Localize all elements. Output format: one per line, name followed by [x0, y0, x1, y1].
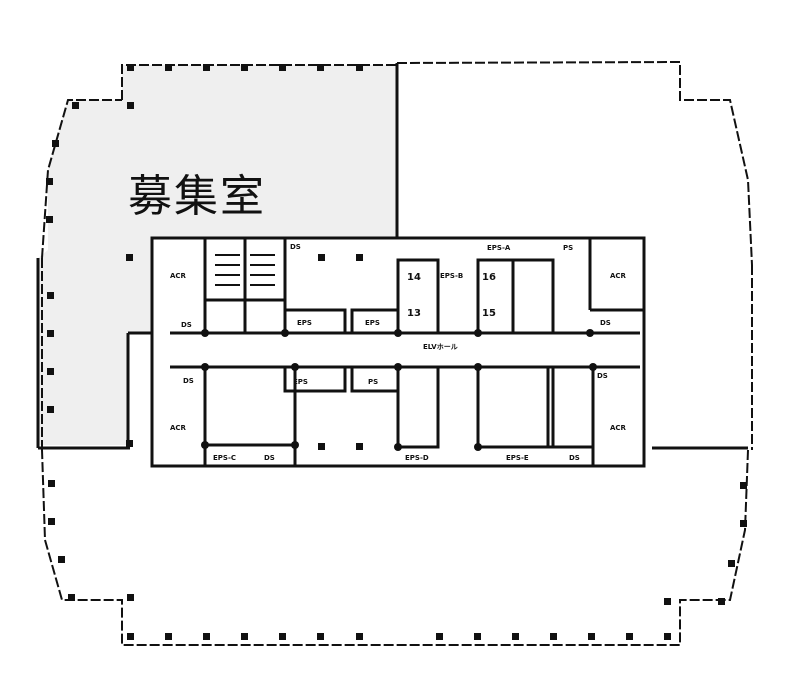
elevator-number: 16 — [482, 272, 496, 283]
room-label-ds: DS — [600, 319, 611, 327]
room-label-ds: DS — [183, 377, 194, 385]
room-label-ds: DS — [264, 454, 275, 462]
room-label-eps: EPS — [293, 378, 308, 386]
vacant-area-border — [36, 63, 748, 450]
room-label-eps: EPS-B — [440, 272, 463, 280]
room-label-ps: PS — [563, 244, 573, 252]
room-label-eps: EPS — [297, 319, 312, 327]
room-label-eps: EPS-A — [487, 244, 511, 252]
room-label-eps: EPS-E — [506, 454, 529, 462]
room-label-elv-hall: ELVホール — [423, 343, 458, 351]
room-label-acr: ACR — [610, 272, 627, 280]
room-label-acr: ACR — [170, 272, 187, 280]
elevator-number: 14 — [407, 272, 421, 283]
vacant-room-label: 募集室 — [128, 171, 266, 222]
core — [150, 236, 646, 468]
room-label-eps: EPS-D — [405, 454, 429, 462]
elevator-number: 15 — [482, 308, 496, 319]
room-label-ds: DS — [569, 454, 580, 462]
room-labels: ACR ACR ACR ACR DS DS DS DS DS DS DS EPS… — [170, 243, 627, 462]
elevator-number: 13 — [407, 308, 421, 319]
room-label-acr: ACR — [610, 424, 627, 432]
room-label-ps: PS — [368, 378, 378, 386]
room-label-eps: EPS — [365, 319, 380, 327]
room-label-ds: DS — [597, 372, 608, 380]
room-label-ds: DS — [181, 321, 192, 329]
columns — [46, 64, 747, 640]
room-label-eps: EPS-C — [213, 454, 236, 462]
core-pillars — [201, 329, 597, 451]
outer-wall — [41, 60, 753, 646]
room-label-acr: ACR — [170, 424, 187, 432]
stairs-icon — [215, 254, 275, 286]
room-label-ds: DS — [290, 243, 301, 251]
